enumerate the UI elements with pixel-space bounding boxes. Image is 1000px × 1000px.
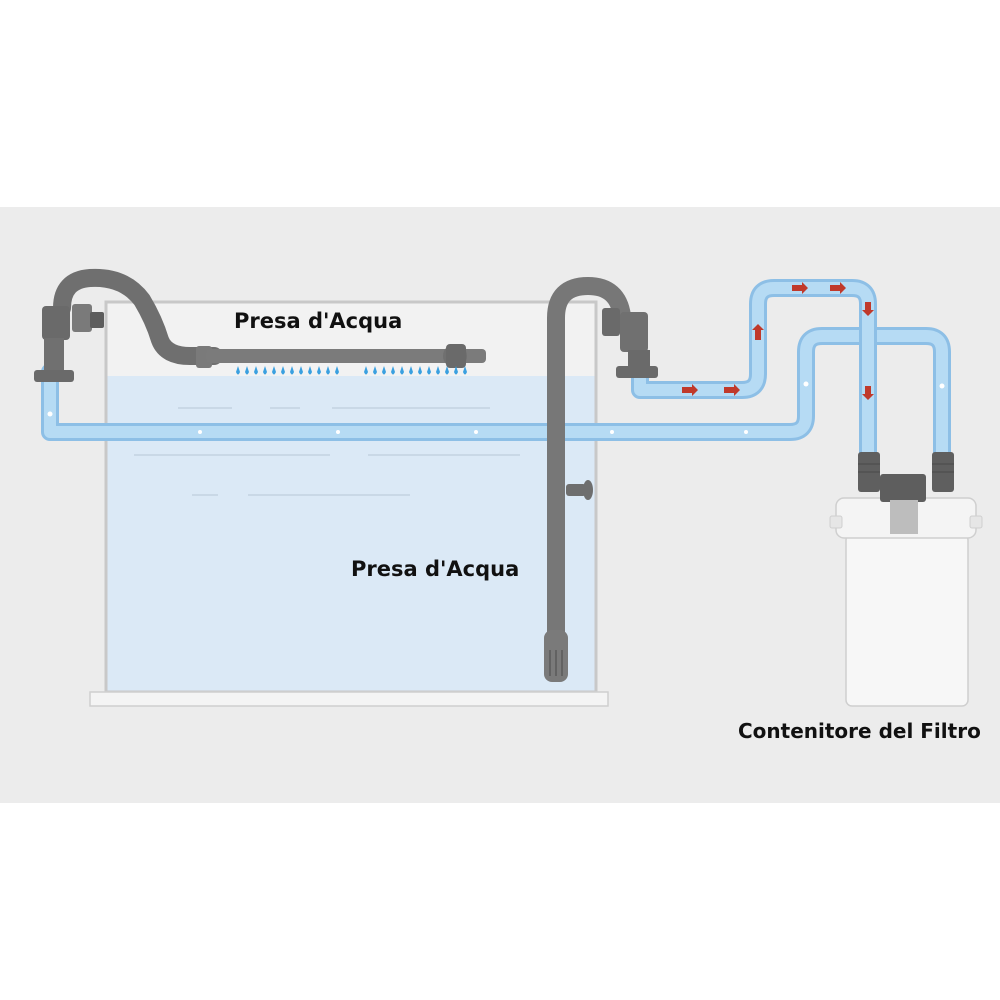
- red-arrow-icon: [752, 324, 764, 340]
- water-drop-icon: [326, 366, 330, 375]
- inlet-hose: [631, 279, 877, 469]
- water-drop-icon: [463, 366, 467, 375]
- canister-body: [845, 533, 969, 707]
- water-drop-icon: [436, 366, 440, 375]
- water-drop-icon: [245, 366, 249, 375]
- water-drop-icon: [391, 366, 395, 375]
- red-arrow-icon: [862, 386, 874, 400]
- water-drop-icon: [427, 366, 431, 375]
- water-drop-icon: [445, 366, 449, 375]
- water-drop-icon: [454, 366, 458, 375]
- red-arrow-icon: [830, 282, 846, 294]
- water-drop-icon: [272, 366, 276, 375]
- water-ripples: [134, 407, 520, 496]
- water-drop-icon: [308, 366, 312, 375]
- red-arrow-icon: [792, 282, 808, 294]
- spray-bar: [206, 344, 486, 368]
- water-drop-icon: [299, 366, 303, 375]
- inlet-clamp: [602, 308, 620, 336]
- water-drop-icon: [418, 366, 422, 375]
- water-drop-icon: [335, 366, 339, 375]
- canister-handle: [880, 474, 926, 502]
- canister-label: Contenitore del Filtro: [738, 719, 981, 743]
- water-drop-icon: [409, 366, 413, 375]
- water-drop-icon: [290, 366, 294, 375]
- red-arrow-icon: [862, 302, 874, 316]
- water-drop-icon: [382, 366, 386, 375]
- outlet-clamp: [42, 306, 70, 340]
- water-drop-icon: [263, 366, 267, 375]
- water-drop-icon: [373, 366, 377, 375]
- water-drop-icon: [317, 366, 321, 375]
- inlet-pipe: [544, 276, 658, 682]
- hose-drops: [47, 381, 945, 434]
- red-arrow-icon: [724, 384, 740, 396]
- water-drop-icon: [236, 366, 240, 375]
- water-drop-icon: [254, 366, 258, 375]
- spray-drops: [236, 366, 467, 375]
- water-drop-icon: [281, 366, 285, 375]
- outlet-hose: [41, 327, 951, 469]
- outlet-label: Presa d'Acqua: [234, 309, 403, 333]
- tank-base: [89, 691, 609, 707]
- canister-filter: [829, 452, 983, 707]
- water-drop-icon: [364, 366, 368, 375]
- water-drop-icon: [400, 366, 404, 375]
- suction-cup: [566, 484, 586, 496]
- inlet-label: Presa d'Acqua: [351, 557, 520, 581]
- red-arrow-icon: [682, 384, 698, 396]
